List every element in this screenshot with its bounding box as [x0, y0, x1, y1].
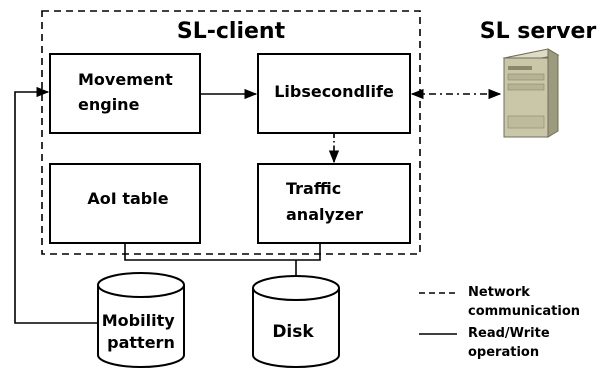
- legend-network-label: Network communication: [468, 285, 580, 319]
- libsecondlife-box: [257, 53, 411, 134]
- movement-engine-box: [49, 53, 201, 134]
- libsecondlife-label: Libsecondlife: [274, 82, 394, 101]
- movement-engine-label: Movement engine: [78, 70, 178, 114]
- traffic-analyzer-label: Traffic analyzer: [286, 179, 363, 224]
- sl-client-title: SL-client: [177, 19, 286, 44]
- aoi-table-label: AoI table: [87, 189, 168, 208]
- disk-label: Disk: [272, 322, 314, 342]
- server-icon: [502, 48, 560, 138]
- sl-server-title: SL server: [480, 19, 597, 44]
- aoi-traffic-to-disk-line: [124, 243, 321, 261]
- mobility-to-movement-arrow: [14, 86, 98, 324]
- traffic-analyzer-box: [257, 163, 411, 244]
- mobility-pattern-cylinder: [97, 272, 185, 368]
- sl-client-container: [41, 10, 421, 255]
- mobility-pattern-label: Mobility pattern: [102, 311, 180, 352]
- legend-rw-label: Read/Write operation: [468, 326, 554, 360]
- disk-cylinder: [252, 275, 340, 368]
